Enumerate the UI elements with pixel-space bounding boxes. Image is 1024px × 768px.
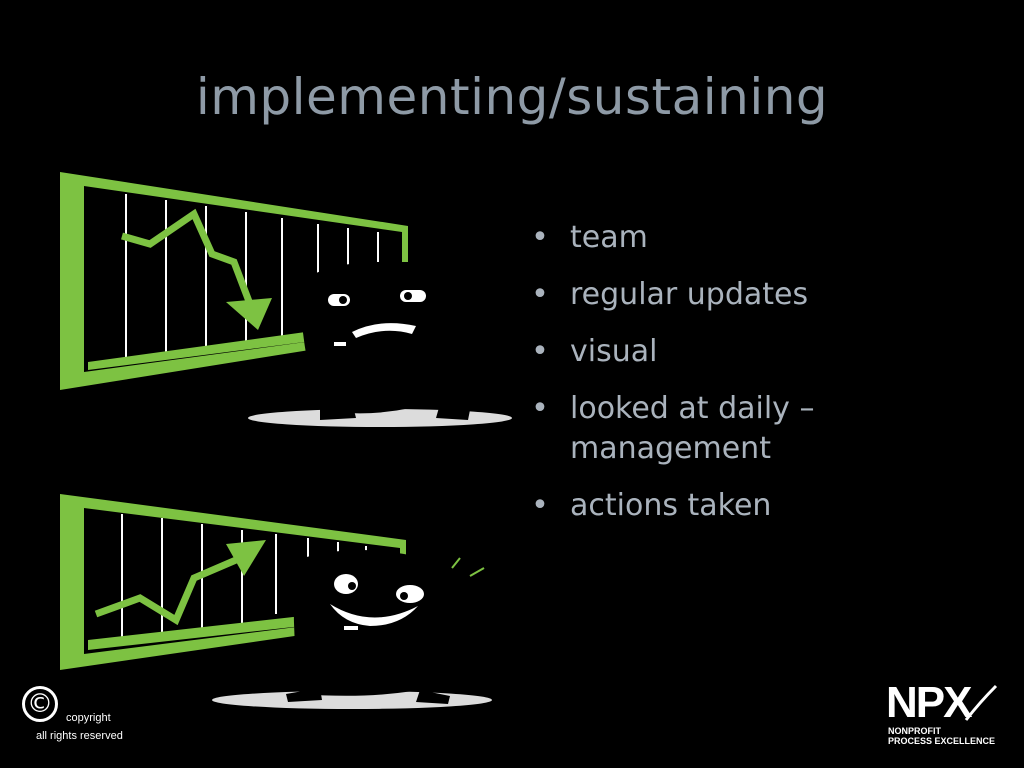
rising-chart-illustration [60,494,492,709]
happy-mouth [330,604,418,626]
copyright-label: copyright [66,712,111,724]
bullet-item: • looked at daily – management [530,389,890,469]
bullet-list: • team • regular updates • visual • looked a… [530,218,890,543]
bullet-dot: • [531,488,549,523]
bullet-text: team [570,220,648,255]
bullet-dot: • [531,334,549,369]
down-trend-line [121,208,254,306]
rights-reserved-label: all rights reserved [36,730,123,742]
logo-letters: NPX [886,678,972,727]
bullet-item: • visual [530,332,890,372]
bullet-dot: • [531,220,549,255]
bullet-text: actions taken [570,488,772,523]
bullet-dot: • [531,277,549,312]
slide-title: implementing/sustaining [195,68,829,126]
sad-mouth [352,323,416,338]
logo-swoosh-icon [964,684,998,721]
bullet-item: • regular updates [530,275,890,315]
bullet-dot: • [531,391,549,426]
bullet-item: • actions taken [530,486,890,526]
bullet-text: visual [570,334,658,369]
up-trend-line [94,556,238,626]
logo-line-nonprofit: NONPROFIT [888,726,941,736]
copyright-icon: © [22,686,58,722]
down-arrow-head [226,298,272,330]
npx-logo: NPX NONPROFIT PROCESS EXCELLENCE [884,680,1008,746]
bullet-text: regular updates [570,277,809,312]
declining-chart-illustration [60,172,512,427]
bullet-text: looked at daily – management [570,391,815,466]
bullet-item: • team [530,218,890,258]
up-arrow-head [226,540,266,576]
grid-lines-top [125,194,379,360]
logo-line-process-excellence: PROCESS EXCELLENCE [888,736,996,746]
